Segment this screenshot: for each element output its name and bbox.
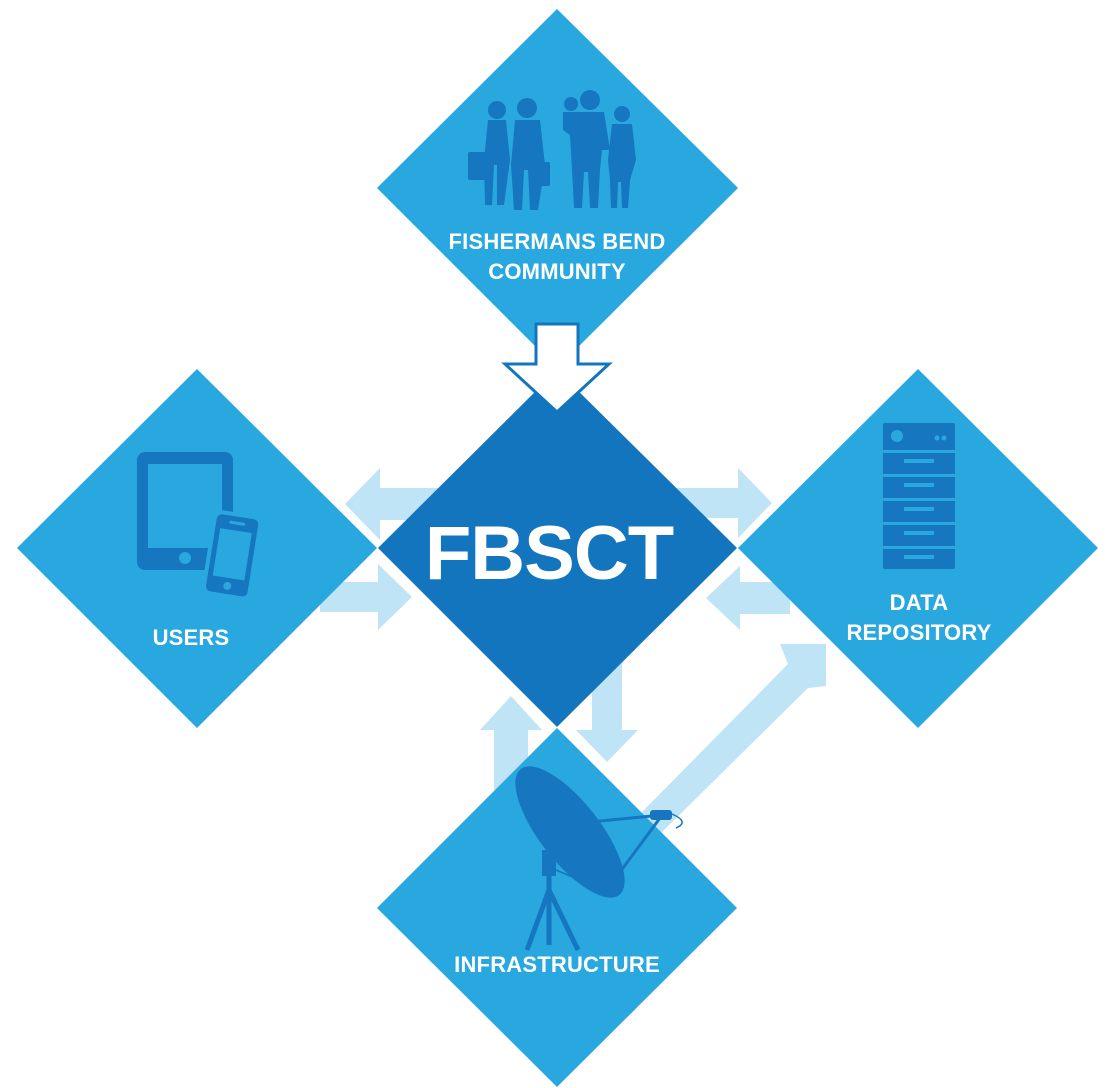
connector-arrows <box>320 468 826 834</box>
data-repository-label-line2: REPOSITORY <box>846 620 991 645</box>
fbsct-title: FBSCT <box>425 511 674 596</box>
people-icon <box>468 90 636 210</box>
arrow-center-to-infrastructure <box>576 660 638 762</box>
fbsct-diamond <box>378 370 737 727</box>
data-repository-label-line1: DATA <box>890 590 949 615</box>
tablet-phone-icon <box>137 452 263 601</box>
users-label: USERS <box>153 625 230 650</box>
infrastructure-label: INFRASTRUCTURE <box>454 952 660 977</box>
community-diamond <box>377 9 738 368</box>
community-label-line2: COMMUNITY <box>488 259 626 284</box>
arrow-center-to-users <box>345 468 440 540</box>
arrow-repository-to-center <box>706 566 790 630</box>
arrow-infrastructure-to-repository <box>640 644 826 834</box>
server-rack-icon <box>883 423 955 569</box>
arrow-center-to-repository <box>675 468 772 538</box>
arrow-users-to-center <box>320 564 412 630</box>
satellite-dish-icon <box>515 766 683 952</box>
community-to-center-arrow <box>501 322 613 415</box>
community-label-line1: FISHERMANS BEND <box>449 229 666 254</box>
